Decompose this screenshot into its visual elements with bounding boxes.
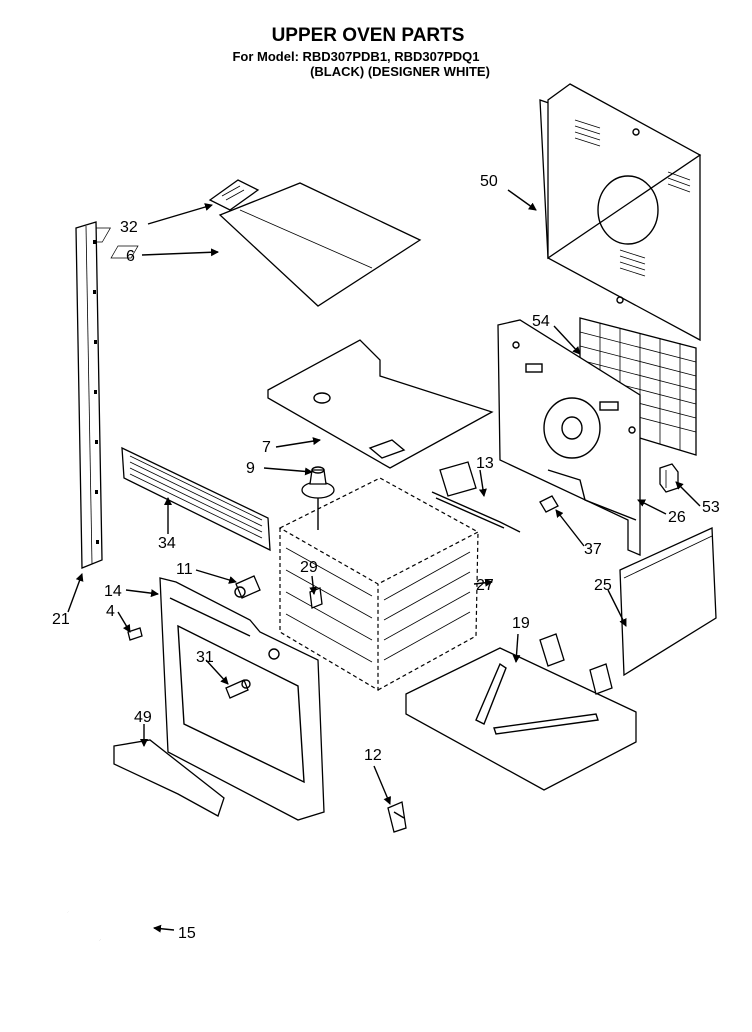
part-14-front-frame	[159, 577, 325, 821]
callout-7: 7	[262, 439, 271, 456]
variant-line: (BLACK) (DESIGNER WHITE)	[310, 64, 490, 79]
callout-25: 25	[594, 577, 612, 594]
part-9-fan-assembly	[301, 466, 335, 530]
part-6-top-insulation	[77, 182, 422, 307]
callout-49: 49	[134, 709, 152, 726]
part-50-back-panel	[539, 83, 702, 342]
callout-50: 50	[480, 173, 498, 190]
part-34-vent-grille	[121, 446, 271, 552]
part-53-bracket	[659, 463, 679, 493]
callout-14: 14	[104, 583, 122, 600]
callout-13: 13	[476, 455, 494, 472]
part-4-screw	[127, 627, 143, 641]
callout-12: 12	[364, 747, 382, 764]
callout-19: 19	[512, 615, 530, 632]
callout-11: 11	[176, 561, 193, 578]
diagram-title: UPPER OVEN PARTS	[272, 25, 465, 46]
model-line: For Model: RBD307PDB1, RBD307PDQ1	[232, 49, 479, 64]
callout-54: 54	[532, 313, 550, 330]
part-26-rear-wall	[497, 319, 641, 556]
part-31-lamp-holder	[225, 679, 251, 699]
part-27-oven-cavity	[278, 477, 480, 692]
part-37-sensor	[539, 495, 559, 513]
callout-labels: 50 32 6 54 7 9 13 53 26 34 37 11 29 27 2…	[52, 173, 720, 942]
part-29-bracket	[309, 587, 323, 609]
callout-9: 9	[246, 460, 255, 477]
part-19-oven-bottom	[405, 633, 637, 791]
callout-53: 53	[702, 499, 720, 516]
part-21-side-trim	[75, 221, 103, 569]
callout-4: 4	[106, 603, 115, 620]
part-7-oven-top	[267, 339, 494, 469]
part-49-door-trim	[113, 739, 225, 817]
callout-27: 27	[476, 577, 494, 594]
part-25-side-panel	[619, 527, 717, 677]
callout-6: 6	[126, 248, 135, 265]
callout-15: 15	[178, 925, 196, 942]
callout-21: 21	[52, 611, 70, 628]
callout-26: 26	[668, 509, 686, 526]
leader-lines	[67, 189, 701, 933]
part-15-door-gasket	[20, 778, 156, 973]
callout-34: 34	[158, 535, 176, 552]
callout-29: 29	[300, 559, 318, 576]
part-32-label	[208, 179, 260, 211]
callout-37: 37	[584, 541, 602, 558]
part-11-bulb-socket	[234, 575, 261, 599]
part-12-clip	[387, 801, 407, 833]
callout-32: 32	[120, 219, 138, 236]
part-13-connector	[431, 461, 521, 533]
callout-31: 31	[196, 649, 214, 666]
